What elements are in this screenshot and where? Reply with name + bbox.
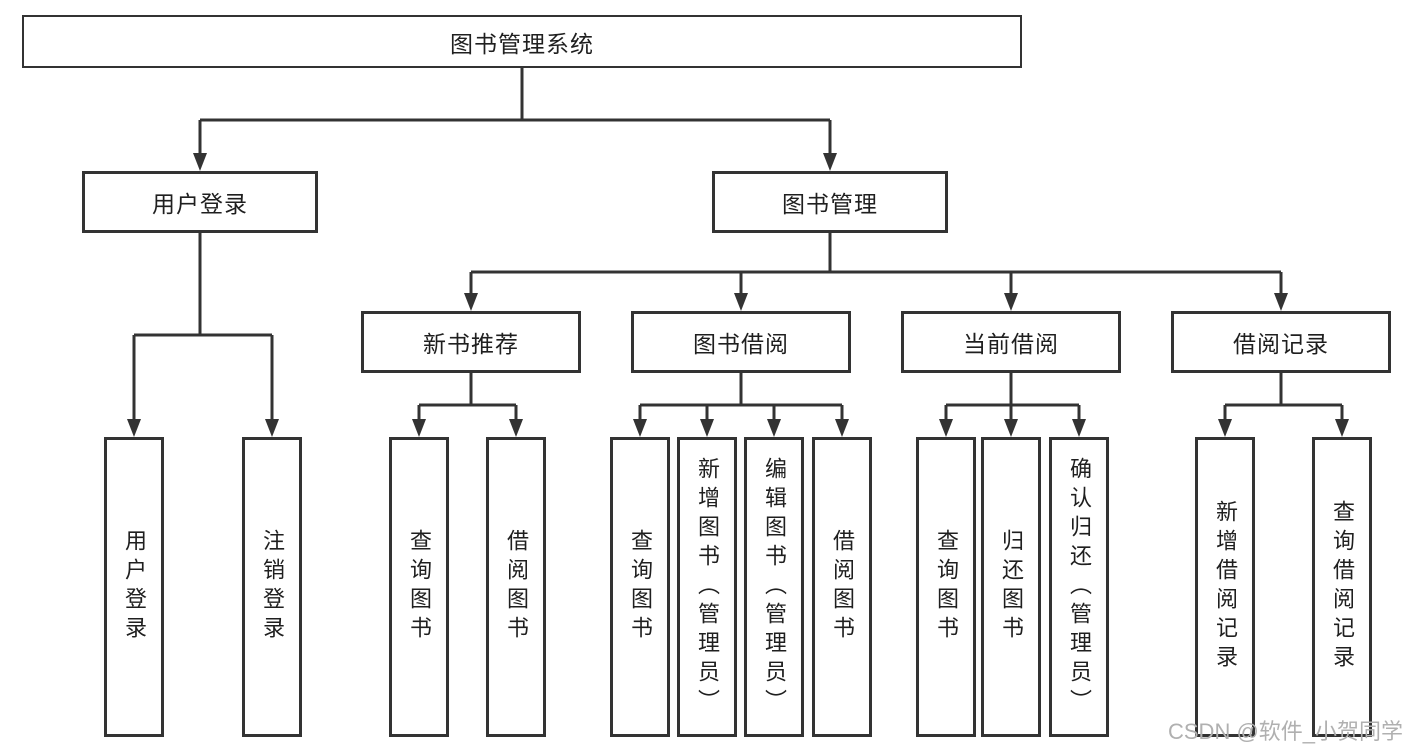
leaf-return-books: 归还图书 [981, 437, 1041, 737]
node-book-management-label: 图书管理 [782, 191, 878, 217]
node-current-borrowing: 当前借阅 [901, 311, 1121, 373]
leaf-add-books-admin: 新增图书（管理员） [677, 437, 737, 737]
node-new-book-recommendation: 新书推荐 [361, 311, 581, 373]
leaf-confirm-return-admin: 确认归还（管理员） [1049, 437, 1109, 737]
leaf-add-borrow-record-label: 新增借阅记录 [1213, 500, 1238, 674]
connector-borrow-records [1223, 373, 1344, 419]
node-new-book-recommendation-label: 新书推荐 [423, 331, 519, 357]
connector-book-management [469, 233, 1283, 293]
leaf-add-books-admin-label: 新增图书（管理员） [695, 456, 720, 718]
node-root: 图书管理系统 [22, 15, 1022, 68]
leaf-return-books-label: 归还图书 [999, 529, 1024, 645]
leaf-query-books-borrowing-label: 查询图书 [628, 529, 653, 645]
leaf-logout-login: 注销登录 [242, 437, 302, 737]
node-user-login-label: 用户登录 [152, 191, 248, 217]
node-user-login: 用户登录 [82, 171, 318, 233]
leaf-borrow-books-recommend: 借阅图书 [486, 437, 546, 737]
node-book-borrowing-label: 图书借阅 [693, 331, 789, 357]
leaf-add-borrow-record: 新增借阅记录 [1195, 437, 1255, 737]
node-borrow-records: 借阅记录 [1171, 311, 1391, 373]
leaf-query-borrow-record-label: 查询借阅记录 [1330, 500, 1355, 674]
leaf-borrow-books-recommend-label: 借阅图书 [504, 529, 529, 645]
leaf-borrow-books-borrowing-label: 借阅图书 [830, 529, 855, 645]
leaf-query-books-borrowing: 查询图书 [610, 437, 670, 737]
node-book-borrowing: 图书借阅 [631, 311, 851, 373]
node-borrow-records-label: 借阅记录 [1233, 331, 1329, 357]
connector-book-borrowing [638, 373, 844, 419]
connector-user-login [132, 233, 274, 419]
connector-root [198, 68, 832, 153]
leaf-confirm-return-admin-label: 确认归还（管理员） [1067, 456, 1092, 718]
node-current-borrowing-label: 当前借阅 [963, 331, 1059, 357]
leaf-edit-books-admin: 编辑图书（管理员） [744, 437, 804, 737]
leaf-query-books-current: 查询图书 [916, 437, 976, 737]
node-root-label: 图书管理系统 [450, 30, 594, 57]
watermark: CSDN @软件_小贺同学 [1168, 719, 1404, 744]
arrowheads [127, 153, 1349, 437]
leaf-query-books-current-label: 查询图书 [934, 529, 959, 645]
connector-new-book [417, 373, 518, 419]
leaf-query-borrow-record: 查询借阅记录 [1312, 437, 1372, 737]
leaf-user-login-label: 用户登录 [122, 529, 147, 645]
leaf-user-login: 用户登录 [104, 437, 164, 737]
leaf-query-books-recommend: 查询图书 [389, 437, 449, 737]
node-book-management: 图书管理 [712, 171, 948, 233]
leaf-borrow-books-borrowing: 借阅图书 [812, 437, 872, 737]
leaf-edit-books-admin-label: 编辑图书（管理员） [762, 456, 787, 718]
leaf-query-books-recommend-label: 查询图书 [407, 529, 432, 645]
leaf-logout-login-label: 注销登录 [260, 529, 285, 645]
connector-current-borrowing [944, 373, 1081, 419]
